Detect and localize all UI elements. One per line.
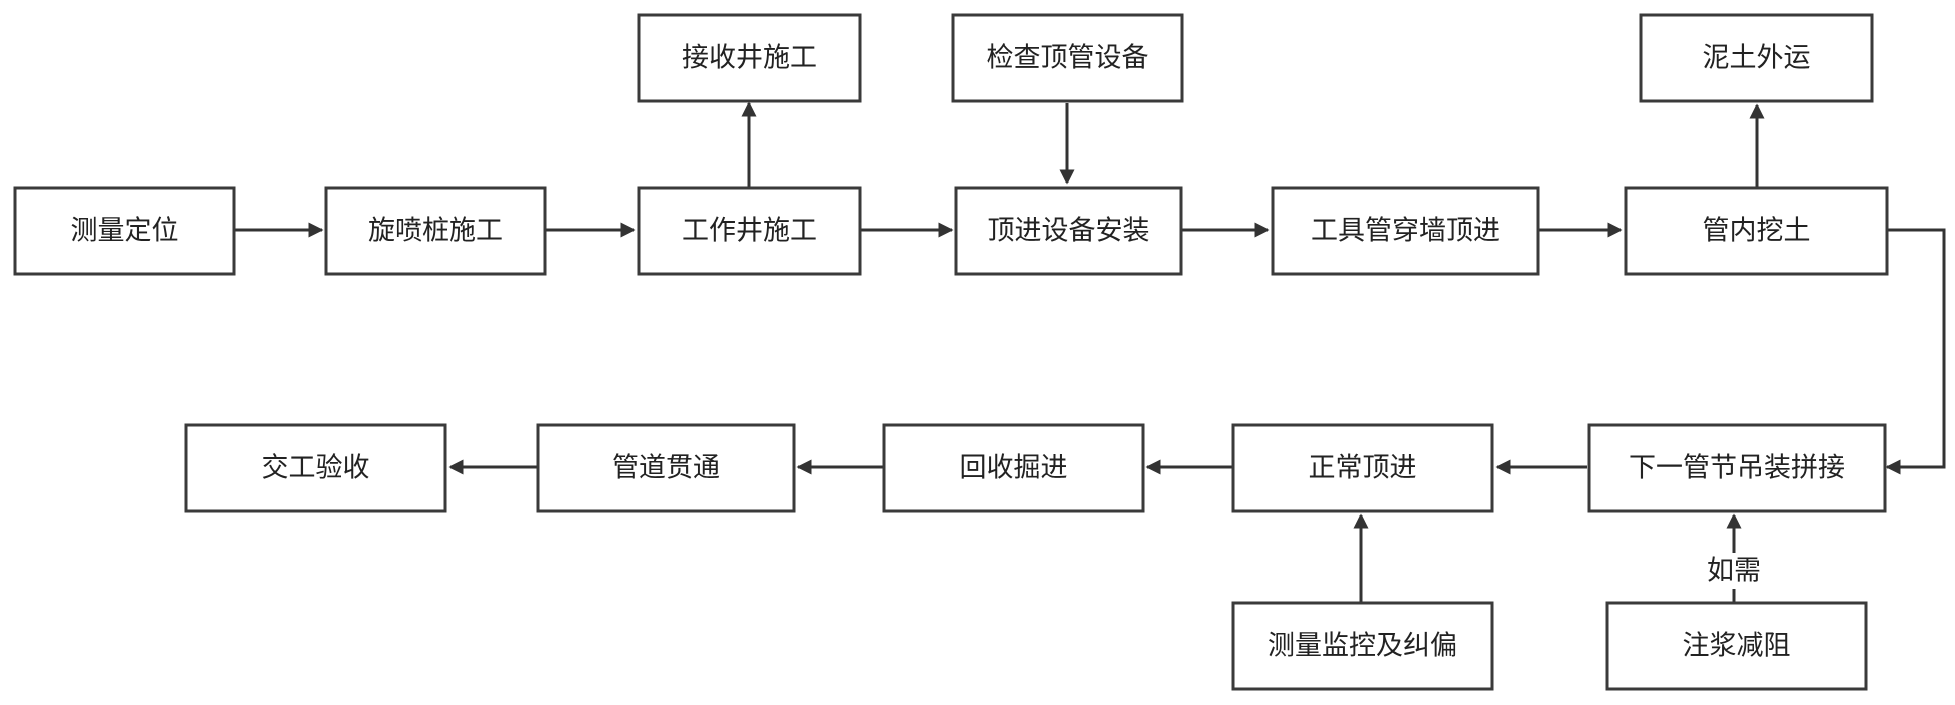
edge-layer: 如需 (234, 103, 1944, 603)
node-next-pipe: 下一管节吊装拼接 (1589, 425, 1885, 511)
node-label: 接收井施工 (682, 43, 817, 74)
node-label: 测量监控及纠偏 (1268, 631, 1457, 662)
node-tool-pipe: 工具管穿墙顶进 (1273, 188, 1538, 274)
node-label: 管内挖土 (1703, 216, 1811, 247)
edge-label-if-needed: 如需 (1707, 556, 1761, 587)
node-label: 工具管穿墙顶进 (1311, 216, 1500, 247)
node-label: 泥土外运 (1703, 43, 1811, 74)
node-label: 工作井施工 (682, 216, 817, 247)
node-acceptance: 交工验收 (186, 425, 445, 511)
node-check-equipment: 检查顶管设备 (953, 15, 1182, 101)
node-layer: 测量定位 旋喷桩施工 工作井施工 接收井施工 检查顶管设备 顶进设备安装 工具管… (15, 15, 1887, 689)
node-normal-jack: 正常顶进 (1233, 425, 1492, 511)
node-survey: 测量定位 (15, 188, 234, 274)
node-work-shaft: 工作井施工 (639, 188, 860, 274)
node-label: 注浆减阻 (1683, 631, 1791, 662)
node-label: 检查顶管设备 (987, 43, 1149, 74)
edge-excavate-to-next-pipe (1887, 230, 1944, 467)
node-receive-shaft: 接收井施工 (639, 15, 860, 101)
node-label: 交工验收 (262, 453, 370, 484)
node-excavate: 管内挖土 (1626, 188, 1887, 274)
node-label: 管道贯通 (612, 453, 720, 484)
node-label: 测量定位 (71, 216, 179, 247)
node-grout: 注浆减阻 (1607, 603, 1866, 689)
node-label: 正常顶进 (1309, 453, 1417, 484)
node-label: 下一管节吊装拼接 (1629, 453, 1845, 484)
node-pipe-through: 管道贯通 (538, 425, 794, 511)
node-jet-pile: 旋喷桩施工 (326, 188, 545, 274)
node-label: 顶进设备安装 (988, 216, 1150, 247)
node-recover: 回收掘进 (884, 425, 1143, 511)
node-label: 回收掘进 (960, 453, 1068, 484)
node-label: 旋喷桩施工 (368, 216, 503, 247)
node-soil-out: 泥土外运 (1641, 15, 1872, 101)
node-monitor: 测量监控及纠偏 (1233, 603, 1492, 689)
node-install-equipment: 顶进设备安装 (956, 188, 1181, 274)
